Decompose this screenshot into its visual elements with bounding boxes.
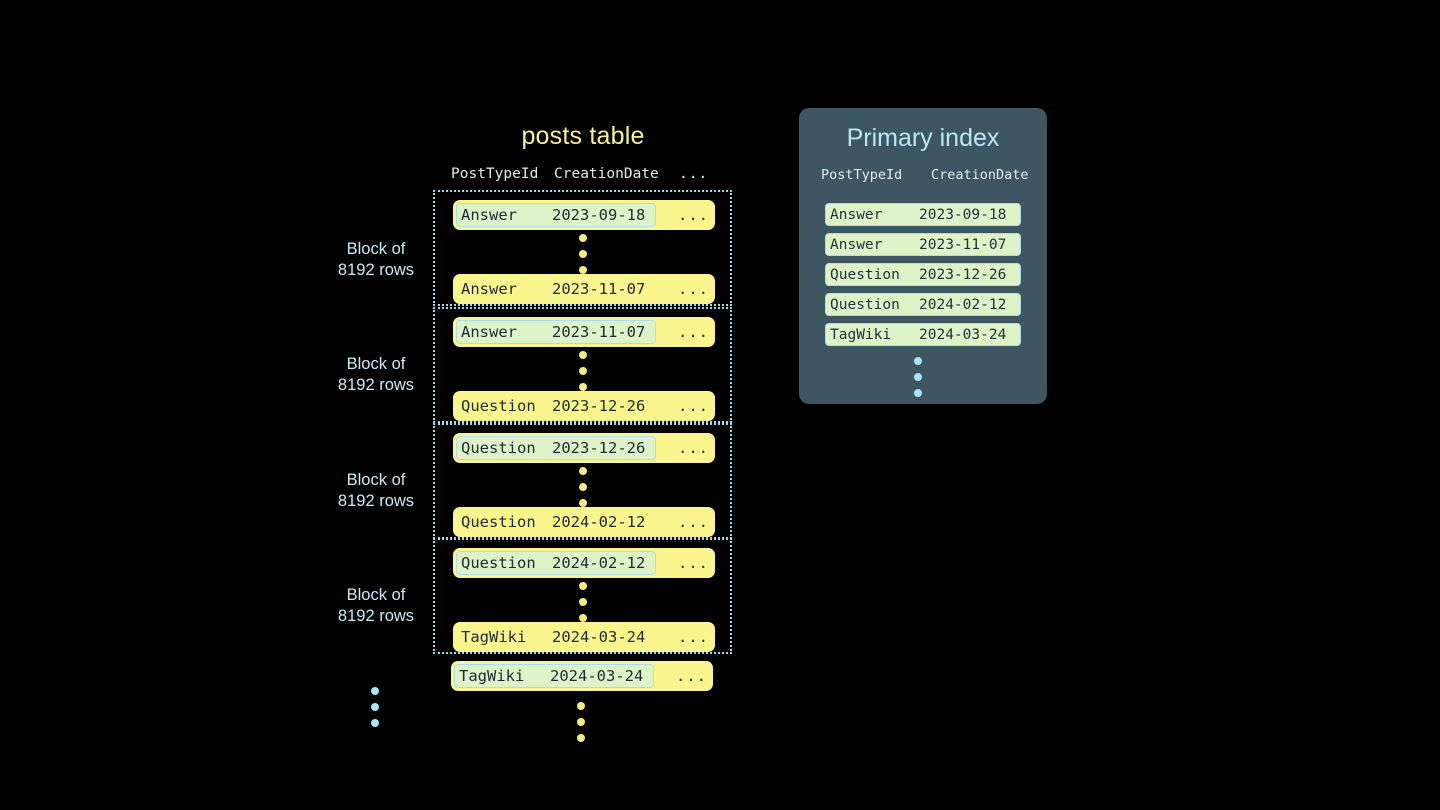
cell-posttypeid: Answer	[461, 280, 517, 298]
block-label-line2: 8192 rows	[337, 376, 415, 394]
cell-creationdate: 2023-11-07	[919, 236, 1007, 253]
cell-posttypeid: Question	[830, 266, 900, 283]
block-label-1: Block of 8192 rows	[311, 239, 441, 281]
cell-creationdate: 2023-12-26	[919, 266, 1007, 283]
block-label-line1: Block of	[346, 240, 406, 258]
index-mark-highlight	[456, 203, 656, 227]
block-label-line2: 8192 rows	[337, 261, 415, 279]
column-header-posttypeid: PostTypeId	[451, 166, 539, 182]
cell-creationdate: 2023-12-26	[552, 397, 646, 415]
cell-creationdate: 2024-02-12	[552, 513, 646, 531]
cell-posttypeid: TagWiki	[830, 326, 892, 343]
cell-more: ...	[678, 439, 709, 457]
rows-ellipsis	[579, 582, 589, 622]
column-header-posttypeid: PostTypeId	[821, 167, 903, 183]
index-mark-highlight	[454, 664, 654, 688]
cell-posttypeid: Answer	[461, 323, 517, 341]
cell-creationdate: 2023-11-07	[552, 323, 646, 341]
cell-posttypeid: Question	[461, 397, 536, 415]
cell-more: ...	[676, 667, 707, 685]
column-header-more: ...	[679, 166, 709, 182]
table-row-trailing[interactable]: TagWiki 2024-03-24 ...	[451, 661, 713, 691]
index-entry[interactable]: Answer 2023-09-18	[825, 203, 1021, 226]
cell-posttypeid: TagWiki	[459, 667, 525, 685]
table-bottom-ellipsis	[577, 702, 587, 742]
cell-more: ...	[678, 323, 709, 341]
primary-index-panel: Primary index PostTypeId CreationDate An…	[799, 108, 1047, 404]
block-label-4: Block of 8192 rows	[311, 585, 441, 627]
table-row[interactable]: Question 2023-12-26 ...	[453, 391, 715, 421]
cell-more: ...	[678, 554, 709, 572]
cell-creationdate: 2023-12-26	[552, 439, 646, 457]
block-label-line2: 8192 rows	[337, 492, 415, 510]
index-entry[interactable]: Question 2024-02-12	[825, 293, 1021, 316]
cell-creationdate: 2024-03-24	[919, 326, 1007, 343]
primary-index-title: Primary index	[846, 124, 1000, 152]
primary-index-column-headers: PostTypeId CreationDate	[821, 167, 1029, 187]
block-1: Answer 2023-09-18 ... Answer 2023-11-07 …	[433, 190, 732, 306]
cell-posttypeid: Answer	[830, 206, 883, 223]
block-label-line1: Block of	[346, 586, 406, 604]
column-header-creationdate: CreationDate	[931, 167, 1029, 183]
rows-ellipsis	[579, 351, 589, 391]
rows-ellipsis	[579, 234, 589, 274]
cell-creationdate: 2024-03-24	[552, 628, 646, 646]
column-header-creationdate: CreationDate	[554, 166, 659, 182]
table-row[interactable]: Question 2024-02-12 ...	[453, 548, 715, 578]
block-label-line2: 8192 rows	[337, 607, 415, 625]
cell-posttypeid: Question	[461, 439, 536, 457]
cell-posttypeid: Answer	[461, 206, 517, 224]
index-entry[interactable]: Answer 2023-11-07	[825, 233, 1021, 256]
cell-more: ...	[678, 206, 709, 224]
cell-creationdate: 2024-03-24	[550, 667, 644, 685]
index-mark-highlight	[456, 436, 656, 460]
rows-ellipsis	[579, 467, 589, 507]
cell-creationdate: 2024-02-12	[552, 554, 646, 572]
block-4: Question 2024-02-12 ... TagWiki 2024-03-…	[433, 538, 732, 654]
block-label-3: Block of 8192 rows	[311, 470, 441, 512]
cell-posttypeid: TagWiki	[461, 628, 527, 646]
index-mark-highlight	[456, 551, 656, 575]
block-3: Question 2023-12-26 ... Question 2024-02…	[433, 423, 732, 539]
posts-table-title: posts table	[521, 122, 645, 150]
block-label-line1: Block of	[346, 471, 406, 489]
table-row[interactable]: TagWiki 2024-03-24 ...	[453, 622, 715, 652]
cell-creationdate: 2023-09-18	[919, 206, 1007, 223]
blocks-bottom-ellipsis	[371, 687, 381, 727]
cell-creationdate: 2023-11-07	[552, 280, 646, 298]
cell-posttypeid: Question	[461, 554, 536, 572]
block-2: Answer 2023-11-07 ... Question 2023-12-2…	[433, 307, 732, 423]
index-entry[interactable]: TagWiki 2024-03-24	[825, 323, 1021, 346]
cell-more: ...	[678, 628, 709, 646]
cell-creationdate: 2023-09-18	[552, 206, 646, 224]
table-row[interactable]: Answer 2023-09-18 ...	[453, 200, 715, 230]
cell-more: ...	[678, 397, 709, 415]
block-label-2: Block of 8192 rows	[311, 354, 441, 396]
table-row[interactable]: Question 2024-02-12 ...	[453, 507, 715, 537]
posts-table-column-headers: PostTypeId CreationDate ...	[451, 166, 713, 186]
index-entry[interactable]: Question 2023-12-26	[825, 263, 1021, 286]
table-row[interactable]: Question 2023-12-26 ...	[453, 433, 715, 463]
table-row[interactable]: Answer 2023-11-07 ...	[453, 317, 715, 347]
index-mark-highlight	[456, 320, 656, 344]
cell-more: ...	[678, 280, 709, 298]
cell-creationdate: 2024-02-12	[919, 296, 1007, 313]
cell-posttypeid: Answer	[830, 236, 883, 253]
cell-more: ...	[678, 513, 709, 531]
index-bottom-ellipsis	[914, 357, 924, 397]
block-label-line1: Block of	[346, 355, 406, 373]
cell-posttypeid: Question	[461, 513, 536, 531]
cell-posttypeid: Question	[830, 296, 900, 313]
table-row[interactable]: Answer 2023-11-07 ...	[453, 274, 715, 304]
